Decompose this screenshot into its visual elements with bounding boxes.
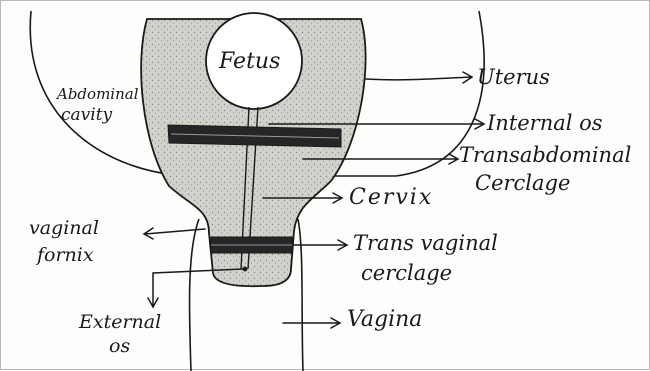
vaginal-fornix-label-line1: vaginal	[29, 219, 99, 238]
abdominal-cavity-label-line1: Abdominal	[57, 87, 139, 102]
external-os-label-line1: External	[79, 313, 161, 332]
uterus-label: Uterus	[477, 67, 550, 88]
vagina-label: Vagina	[347, 309, 422, 331]
transvaginal-label-line1: Trans vaginal	[353, 233, 498, 254]
transvaginal-label-line2: cerclage	[361, 263, 452, 284]
arrow-vaginal-fornix	[144, 228, 205, 239]
fetus-label: Fetus	[219, 51, 280, 73]
abdominal-cavity-label-line2: cavity	[61, 107, 112, 124]
vaginal-wall-right	[298, 219, 303, 371]
arrow-uterus	[366, 72, 472, 83]
arrow-transvaginal	[294, 240, 347, 250]
external-os-label-line2: os	[109, 337, 130, 356]
arrow-vagina	[283, 318, 340, 328]
transabdominal-label-line1: Transabdominal	[459, 145, 631, 166]
vaginal-fornix-label-line2: fornix	[37, 246, 94, 265]
transabdominal-label-line2: Cerclage	[475, 173, 570, 194]
cervix-label: Cervix	[349, 187, 433, 209]
internal-os-label: Internal os	[487, 113, 603, 134]
vaginal-wall-left	[189, 219, 199, 371]
